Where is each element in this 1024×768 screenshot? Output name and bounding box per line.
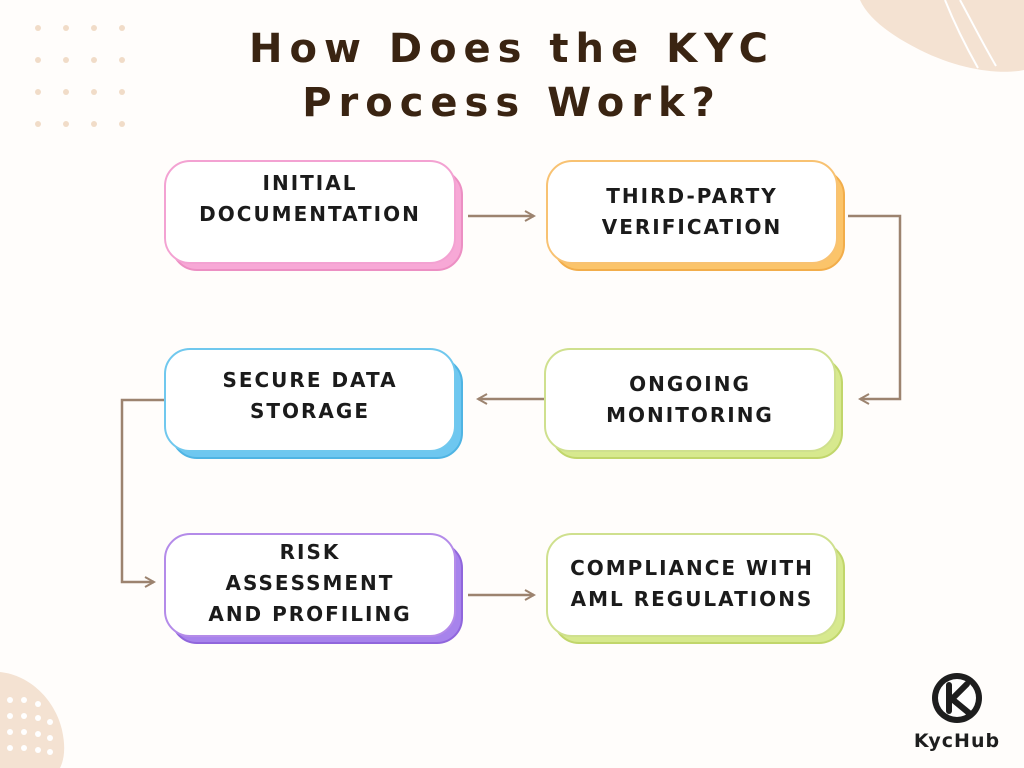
- title-line-2: Process Work?: [302, 80, 722, 126]
- card-body: SECURE DATA STORAGE: [164, 348, 456, 452]
- connector-step4-to-step5: [120, 398, 164, 582]
- kychub-logo: KycHub: [902, 668, 1012, 758]
- top-right-arc: [944, 0, 979, 69]
- top-right-arc: [959, 0, 997, 67]
- step-card-risk-assessment: RISK ASSESSMENT AND PROFILING: [164, 533, 464, 645]
- top-left-dot-grid: [35, 25, 125, 127]
- page-title: How Does the KYC Process Work?: [0, 22, 1024, 130]
- top-right-blob: [860, 0, 1024, 72]
- step-label: THIRD-PARTY VERIFICATION: [601, 184, 783, 239]
- bottom-left-blob: [0, 672, 65, 768]
- card-body: RISK ASSESSMENT AND PROFILING: [164, 533, 456, 637]
- card-body: COMPLIANCE WITH AML REGULATIONS: [546, 533, 838, 637]
- step-label: INITIAL DOCUMENTATION: [199, 171, 421, 226]
- step-label: COMPLIANCE WITH AML REGULATIONS: [570, 556, 814, 611]
- step-card-compliance-aml: COMPLIANCE WITH AML REGULATIONS: [546, 533, 846, 645]
- kychub-k-icon: [932, 673, 982, 723]
- step-label: SECURE DATA STORAGE: [222, 368, 398, 423]
- step-card-third-party-verification: THIRD-PARTY VERIFICATION: [546, 160, 846, 272]
- card-body: THIRD-PARTY VERIFICATION: [546, 160, 838, 264]
- logo-wordmark: KycHub: [913, 730, 1001, 752]
- step-label: ONGOING MONITORING: [606, 372, 774, 427]
- connector-step2-to-step3: [848, 214, 902, 399]
- step-card-ongoing-monitoring: ONGOING MONITORING: [544, 348, 844, 460]
- step-card-initial-documentation: INITIAL DOCUMENTATION: [164, 160, 464, 272]
- title-line-1: How Does the KYC: [249, 26, 775, 72]
- card-body: INITIAL DOCUMENTATION: [164, 160, 456, 264]
- bottom-left-dots: [7, 697, 53, 755]
- step-label: RISK ASSESSMENT AND PROFILING: [208, 539, 412, 626]
- step-card-secure-data-storage: SECURE DATA STORAGE: [164, 348, 464, 460]
- card-body: ONGOING MONITORING: [544, 348, 836, 452]
